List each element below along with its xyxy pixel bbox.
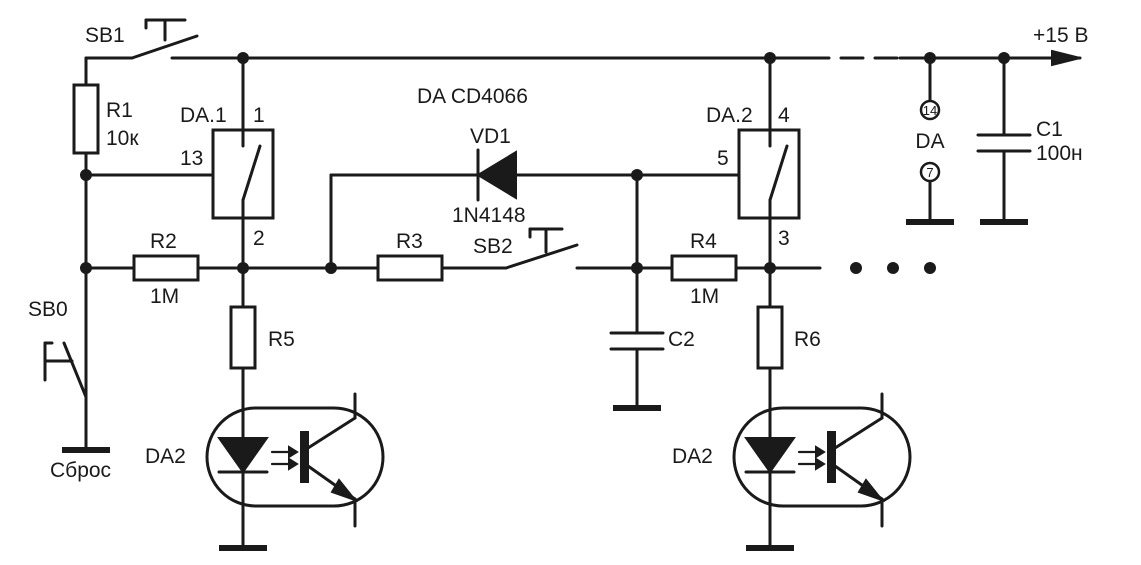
label-r1-value: 10к [106,127,139,150]
pin-da2-ctrl: 5 [717,147,729,170]
pin-da2-top: 4 [778,104,790,127]
analog-switch-da1 [211,128,275,220]
capacitor-c1 [976,133,1032,153]
pin-da1-ctrl: 13 [180,147,203,170]
label-c1: C1 [1036,118,1063,141]
label-da-power: DA [915,130,944,153]
label-da-chip: DA CD4066 [417,85,528,108]
label-r2-value: 1M [150,285,179,308]
label-r5: R5 [268,328,295,351]
switch-sb2 [504,227,579,270]
label-optocoupler-right: DA2 [672,445,713,468]
capacitor-c2 [609,331,665,351]
resistor-r6 [756,305,784,370]
label-da1: DA.1 [180,104,227,127]
label-c1-value: 100н [1036,142,1083,165]
switch-sb1 [130,18,199,60]
optocoupler-left [205,392,385,550]
pin-da2-bottom: 3 [778,227,790,250]
ground-symbols [62,219,1028,551]
pin-vss: 7 [926,165,933,180]
label-da2-switch: DA.2 [706,104,753,127]
resistor-r3 [376,254,444,282]
label-optocoupler-left: DA2 [145,445,186,468]
label-r6: R6 [794,328,821,351]
optocoupler-right [732,392,912,550]
label-vd1: VD1 [470,125,511,148]
label-r4: R4 [690,230,717,253]
supply-arrow-icon [1051,49,1081,67]
diode-vd1 [476,148,517,202]
pin-da1-bottom: 2 [253,227,265,250]
label-sb1: SB1 [85,24,125,47]
pin-vdd-circle [919,99,941,121]
label-sb2: SB2 [473,235,513,258]
label-sb0: SB0 [28,298,68,321]
label-supply: +15 В [1033,24,1088,47]
label-r1: R1 [106,99,133,122]
wires [84,56,1082,452]
resistor-r1 [72,83,100,155]
pin-da1-top: 1 [253,104,265,127]
resistor-r4 [670,254,738,282]
label-c2: C2 [668,328,695,351]
pin-vdd: 14 [923,103,937,118]
junction-dots [80,52,1010,274]
analog-switch-da2 [737,128,801,220]
resistor-r2 [132,254,200,282]
label-vd1-value: 1N4148 [452,204,526,227]
label-r2: R2 [150,230,177,253]
label-reset: Сброс [50,459,111,482]
switch-sb0 [43,333,88,399]
resistor-r5 [229,305,257,370]
label-r4-value: 1M [690,285,719,308]
pin-vss-circle [919,161,941,183]
label-r3: R3 [396,230,423,253]
continuation-dots-icon [850,262,936,274]
